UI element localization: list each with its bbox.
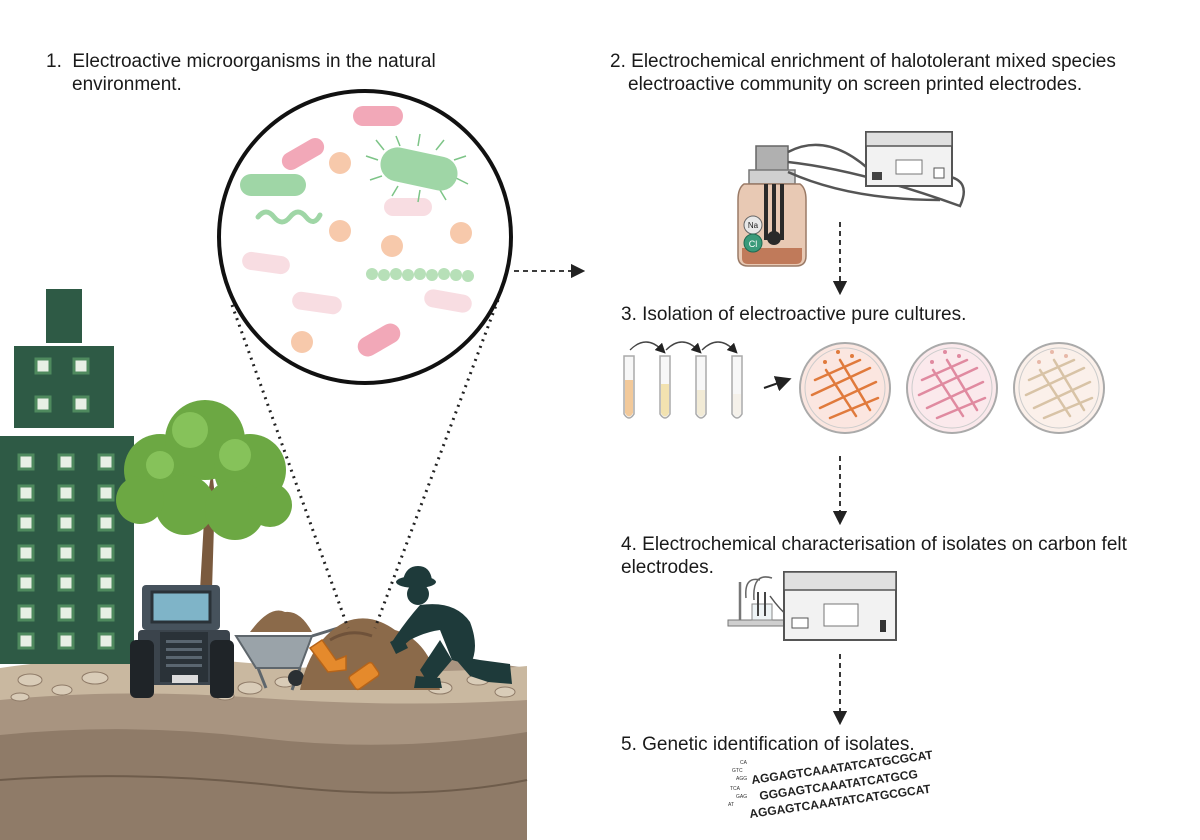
step-4-line2: electrodes.: [621, 557, 714, 578]
step-4-line1: 4. Electrochemical characterisation of i…: [621, 534, 1127, 555]
step-1-line1: 1. Electroactive microorganisms in the n…: [46, 51, 436, 72]
bioreactor-bottle-icon: Na Cl: [737, 145, 807, 267]
step-1-line2: environment.: [72, 74, 182, 95]
step-5-title: 5. Genetic identification of isolates.: [621, 734, 915, 755]
electrode-stand-icon: [727, 576, 791, 627]
svg-text:GAG: GAG: [736, 794, 747, 800]
pipe-icon: [308, 638, 380, 691]
svg-text:GTC: GTC: [732, 768, 743, 774]
step-3-title: 3. Isolation of electroactive pure cultu…: [621, 304, 967, 325]
wheelbarrow-icon: [234, 610, 339, 691]
farmer-icon: [390, 566, 512, 688]
zoom-lines: [230, 299, 500, 629]
svg-text:TCA: TCA: [730, 786, 741, 792]
test-tube-icon: [623, 341, 743, 419]
petri-dish-icon: [906, 342, 998, 434]
na-label: Na: [748, 221, 759, 230]
step-3-line1: Isolation of electroactive pure cultures…: [642, 304, 967, 325]
step-4-title: 4. Electrochemical characterisation of i…: [621, 533, 1127, 579]
step-5-line1: Genetic identification of isolates.: [642, 734, 915, 755]
tree-icon: [116, 400, 292, 590]
cl-label: Cl: [749, 239, 758, 249]
step-2-line2: electroactive community on screen printe…: [628, 74, 1083, 95]
tractor-icon: [130, 585, 234, 698]
microbe-magnifier-icon: [217, 89, 513, 385]
svg-text:AGG: AGG: [736, 776, 747, 782]
svg-text:AT: AT: [728, 802, 734, 808]
potentiostat-icon: [865, 131, 953, 187]
petri-dish-icon: [799, 342, 891, 434]
step-2-line1: 2. Electrochemical enrichment of halotol…: [610, 51, 1116, 72]
svg-text:CA: CA: [740, 760, 748, 766]
arrow-tubes-to-plates: [763, 376, 792, 392]
step-2-title: 2. Electrochemical enrichment of halotol…: [610, 50, 1116, 96]
potentiostat-icon: [783, 571, 897, 641]
building-icon: [0, 289, 134, 664]
petri-dish-icon: [1013, 342, 1105, 434]
step-1-title: 1. Electroactive microorganisms in the n…: [46, 50, 436, 96]
